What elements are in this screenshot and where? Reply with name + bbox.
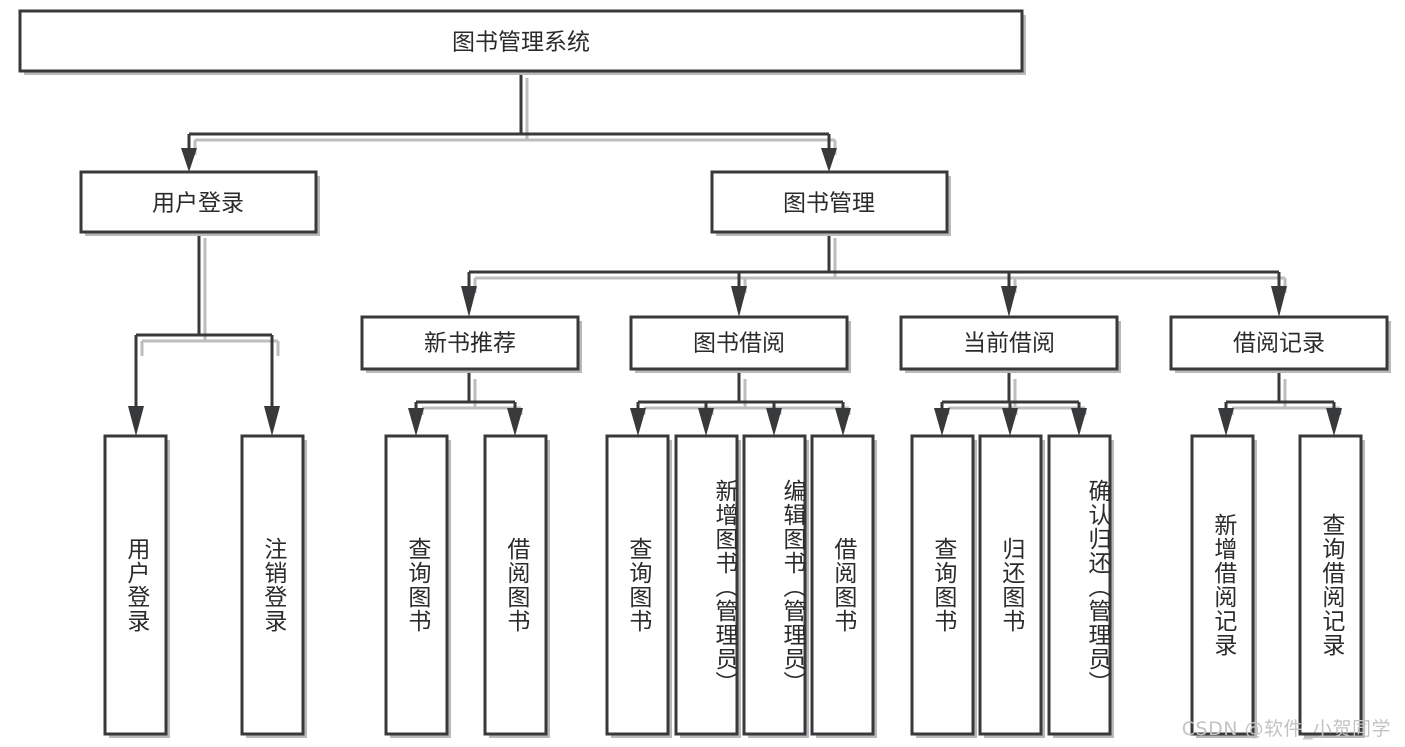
arrow-to-leaf-confirm-return — [1071, 408, 1087, 436]
node-box-new-book-recommend[interactable] — [360, 315, 580, 371]
connector-root-to-level2 — [187, 72, 831, 150]
arrow-to-book-borrow — [731, 286, 747, 317]
node-box-borrow-record[interactable] — [1169, 315, 1389, 371]
node-box-leaf-edit-book[interactable] — [742, 434, 807, 736]
node-box-leaf-query-book-3[interactable] — [910, 434, 975, 736]
arrow-to-leaf-logout-login — [264, 406, 280, 436]
connector-newbook-shadow — [420, 379, 523, 415]
arrow-to-leaf-query-book-2 — [630, 408, 646, 436]
arrow-to-leaf-edit-book — [766, 408, 782, 436]
node-box-leaf-borrow-book-1[interactable] — [483, 434, 548, 736]
node-label-book-borrow: 图书借阅 — [693, 331, 785, 357]
arrow-to-leaf-borrow-book-2 — [835, 408, 851, 436]
connector-level3-shadow — [473, 238, 1287, 293]
connector-bookmgmt-to-level3 — [467, 232, 1281, 288]
node-box-current-borrow[interactable] — [899, 315, 1119, 371]
arrow-to-book-management — [821, 148, 837, 172]
arrow-to-leaf-query-record — [1326, 408, 1342, 436]
node-box-root[interactable] — [18, 9, 1024, 73]
connector-bookborrow-to-leaves — [636, 373, 845, 410]
node-label-current-borrow: 当前借阅 — [963, 331, 1055, 357]
arrow-to-leaf-borrow-book-1 — [507, 408, 523, 436]
arrow-to-leaf-add-record — [1218, 408, 1234, 436]
arrow-to-user-login — [181, 148, 197, 172]
arrow-to-borrow-record — [1271, 286, 1287, 317]
node-label-root: 图书管理系统 — [452, 30, 590, 56]
arrow-to-leaf-query-book-1 — [408, 408, 424, 436]
node-label-book-management: 图书管理 — [783, 191, 875, 217]
node-label-user-login: 用户登录 — [152, 191, 244, 217]
node-box-book-borrow[interactable] — [629, 315, 849, 371]
connector-currentborrow-to-leaves — [940, 373, 1081, 410]
connector-bookborrow-shadow — [642, 379, 851, 415]
node-box-leaf-query-book-2[interactable] — [605, 434, 670, 736]
connector-userlogin-shadow — [140, 238, 280, 356]
node-box-leaf-add-record[interactable] — [1190, 434, 1255, 736]
node-layer: 图书管理系统 用户登录 图书管理 新书推荐 图书借阅 当前借阅 借阅记录 — [18, 9, 1391, 738]
csdn-watermark: CSDN @软件_小贺同学 — [1181, 718, 1391, 740]
connector-root-shadow — [193, 78, 837, 155]
node-box-user-login[interactable] — [79, 170, 318, 234]
node-box-leaf-query-record[interactable] — [1298, 434, 1363, 736]
node-box-book-management[interactable] — [710, 170, 949, 234]
arrow-to-leaf-query-book-3 — [934, 408, 950, 436]
connector-newbook-to-leaves — [414, 373, 517, 410]
node-label-borrow-record: 借阅记录 — [1233, 331, 1325, 357]
arrow-to-leaf-return-book — [1002, 408, 1018, 436]
arrow-to-leaf-add-book — [698, 408, 714, 436]
node-box-leaf-user-login[interactable] — [103, 434, 168, 736]
connector-borrowrecord-shadow — [1230, 379, 1342, 415]
node-box-leaf-return-book[interactable] — [978, 434, 1043, 736]
arrow-to-current-borrow — [1001, 286, 1017, 317]
arrow-to-new-book-recommend — [461, 286, 477, 317]
node-box-leaf-confirm-return[interactable] — [1047, 434, 1112, 736]
connector-borrowrecord-to-leaves — [1224, 373, 1336, 410]
connector-layer — [128, 72, 1342, 436]
node-box-leaf-add-book[interactable] — [674, 434, 739, 736]
node-box-leaf-borrow-book-2[interactable] — [810, 434, 875, 736]
arrow-to-leaf-user-login — [128, 406, 144, 436]
node-label-new-book-recommend: 新书推荐 — [424, 331, 516, 357]
node-box-leaf-query-book-1[interactable] — [384, 434, 449, 736]
node-box-leaf-logout-login[interactable] — [240, 434, 305, 736]
connector-userlogin-to-leaves — [134, 232, 274, 408]
